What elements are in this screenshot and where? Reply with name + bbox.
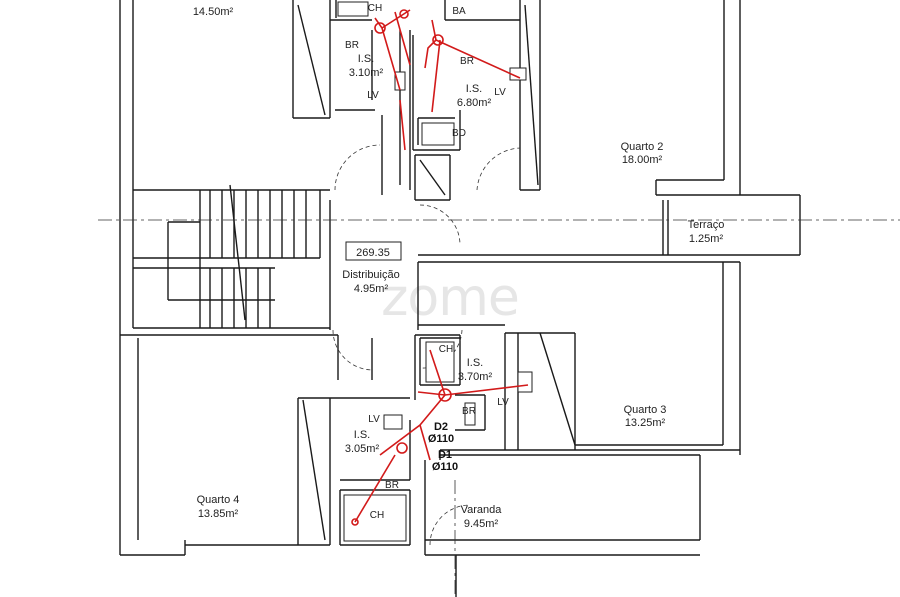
is1-name: I.S. [358, 53, 375, 65]
fixture-lv-2: LV [494, 87, 506, 98]
drain-d1-diameter: Ø110 [432, 461, 458, 473]
elevation-box [345, 241, 402, 261]
sanitary-fixtures [337, 1, 533, 542]
is3-name: I.S. [467, 357, 484, 369]
drain-d2-label: D2 [434, 421, 448, 433]
quarto4-area: 13.85m² [198, 508, 239, 520]
drain-d2-diameter: Ø110 [428, 433, 454, 445]
varanda-area: 9.45m² [464, 518, 499, 530]
fixture-lv-4: LV [368, 414, 380, 425]
fixture-ch-3: CH [370, 510, 384, 521]
fixture-br-1: BR [345, 40, 359, 51]
fixture-br-4: BR [385, 480, 399, 491]
is4-name: I.S. [354, 429, 371, 441]
is3-area: 3.70m² [458, 371, 493, 383]
is1-area: 3.10m² [349, 67, 384, 79]
fixture-ch-1: CH [368, 3, 382, 14]
varanda-name: Varanda [461, 504, 503, 516]
drain-d1-label: D1 [438, 449, 452, 461]
fixture-ba: BA [452, 6, 466, 17]
fixture-lv-1: LV [367, 90, 379, 101]
distribuicao-name: Distribuição [342, 269, 399, 281]
fixture-bd: BD [452, 128, 466, 139]
quarto3-name: Quarto 3 [624, 404, 667, 416]
quarto1-area: 14.50m² [193, 6, 234, 18]
terraco-area: 1.25m² [689, 233, 724, 245]
is4-area: 3.05m² [345, 443, 380, 455]
walls [119, 0, 801, 597]
terraco-name: Terraço [688, 219, 725, 231]
fixture-lv-3: LV [497, 397, 509, 408]
quarto4-name: Quarto 4 [197, 494, 240, 506]
is2-name: I.S. [466, 83, 483, 95]
fixture-br-3: BR [462, 406, 476, 417]
quarto2-area: 18.00m² [622, 154, 663, 166]
elevation-label: 269.35 [356, 247, 390, 259]
axis-lines [98, 219, 900, 597]
fixture-ch-2: CH [439, 344, 453, 355]
drainage-pipes [351, 9, 529, 526]
watermark: zome [381, 268, 519, 328]
is2-area: 6.80m² [457, 97, 492, 109]
distribuicao-area: 4.95m² [354, 283, 389, 295]
quarto2-name: Quarto 2 [621, 141, 664, 153]
quarto3-area: 13.25m² [625, 417, 666, 429]
fixture-br-2: BR [460, 56, 474, 67]
